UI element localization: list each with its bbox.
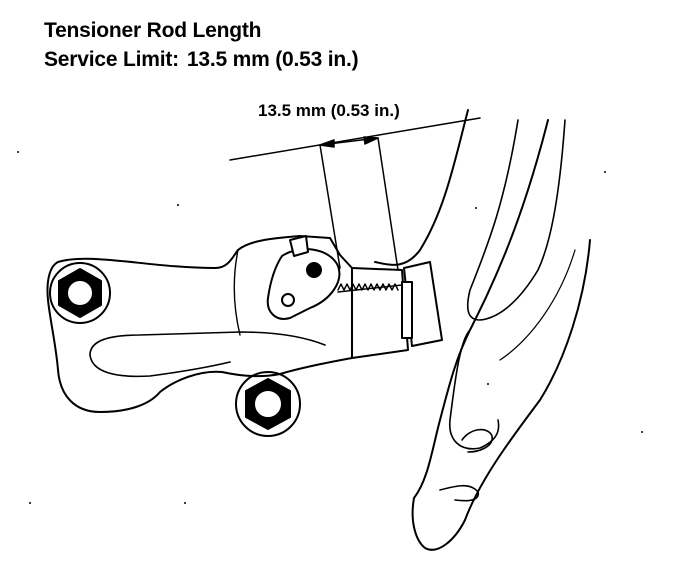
diagram-heading: Tensioner Rod Length Service Limit: 13.5 … bbox=[44, 16, 359, 74]
dimension-callout-label: 13.5 mm (0.53 in.) bbox=[258, 101, 400, 120]
service-limit-label: Service Limit: bbox=[44, 48, 179, 71]
service-limit-line: Service Limit: 13.5 mm (0.53 in.) bbox=[44, 45, 359, 74]
ratchet-spring bbox=[337, 283, 403, 293]
tensioner-arm bbox=[374, 109, 591, 551]
background-specks bbox=[17, 151, 643, 504]
tensioner-body bbox=[46, 235, 353, 413]
dimension-lines bbox=[229, 117, 481, 271]
tensioner-rod bbox=[351, 261, 443, 359]
lower-mounting-bolt bbox=[235, 371, 301, 437]
diagram-title: Tensioner Rod Length bbox=[44, 19, 262, 42]
ratchet-plate bbox=[266, 235, 341, 320]
upper-mounting-bolt bbox=[49, 262, 111, 324]
service-limit-value: 13.5 mm (0.53 in.) bbox=[186, 48, 359, 71]
